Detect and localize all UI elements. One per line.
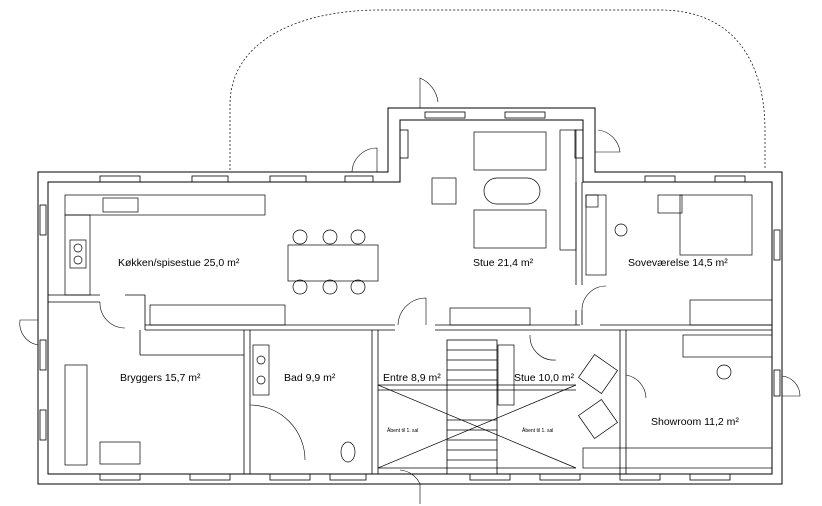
utility-fixtures — [64, 364, 141, 466]
room-label-entry: Entre 8,9 m² — [383, 372, 441, 384]
small-living-furniture — [497, 344, 618, 439]
bedroom-furniture — [585, 194, 773, 326]
door-swings — [19, 77, 801, 504]
room-label-bedroom: Soveværelse 14,5 m² — [628, 257, 728, 269]
kitchen-fixtures — [64, 194, 379, 326]
note-loft-right: Åbent til 1. sal — [522, 427, 553, 434]
room-label-utility: Bryggers 15,7 m² — [120, 372, 201, 384]
stairs — [377, 339, 577, 475]
living-furniture — [431, 129, 577, 326]
note-loft-left: Åbent til 1. sal — [387, 427, 418, 434]
room-label-kitchen: Køkken/spisestue 25,0 m² — [118, 257, 240, 269]
room-label-bath: Bad 9,9 m² — [284, 372, 336, 384]
terrace-outline — [229, 9, 766, 170]
room-label-living-main: Stue 21,4 m² — [473, 257, 534, 269]
windows — [39, 111, 781, 481]
bath-fixtures — [249, 344, 356, 463]
showroom-furniture — [582, 334, 773, 469]
room-label-showroom: Showroom 11,2 m² — [651, 416, 739, 428]
room-label-living-small: Stue 10,0 m² — [514, 372, 575, 384]
